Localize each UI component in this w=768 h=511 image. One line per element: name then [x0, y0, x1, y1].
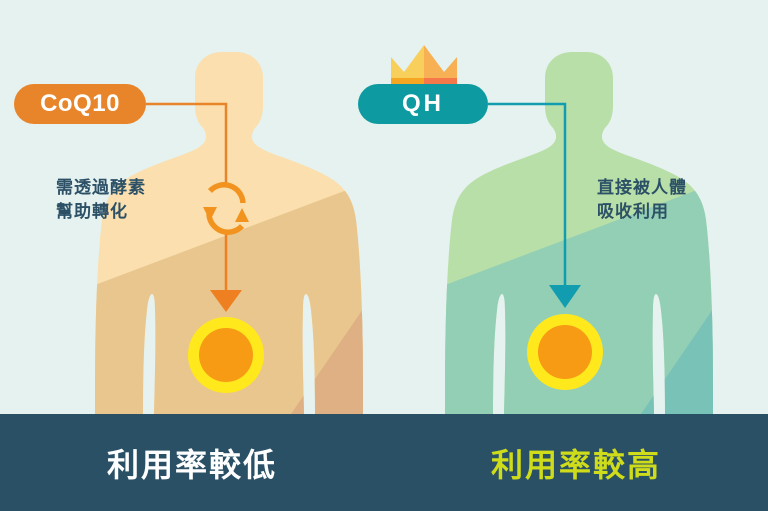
bar-right-cell: 利用率較高 [384, 414, 768, 511]
bottom-summary-bar: 利用率較低 利用率較高 [0, 414, 768, 511]
qh-badge-label: QH [402, 90, 444, 117]
absorption-target-icon-left [188, 317, 264, 393]
bar-left-cell: 利用率較低 [0, 414, 384, 511]
down-arrow-icon [210, 290, 242, 312]
coq10-badge-label: CoQ10 [40, 90, 120, 117]
refresh-cycle-icon [203, 182, 249, 235]
right-annotation-text: 直接被人體 吸收利用 [597, 178, 687, 222]
absorption-target-icon-right [527, 314, 603, 390]
left-connector-line [146, 102, 228, 290]
down-arrow-icon-right [549, 285, 581, 308]
right-connector-line [488, 102, 567, 285]
left-annotation-text: 需透過酵素 幫助轉化 [56, 178, 146, 222]
coq10-badge[interactable]: CoQ10 [14, 84, 146, 124]
low-utilization-label: 利用率較低 [106, 446, 277, 483]
right-body-silhouette [445, 52, 713, 414]
high-utilization-label: 利用率較高 [490, 446, 661, 483]
qh-badge[interactable]: QH [358, 84, 488, 124]
